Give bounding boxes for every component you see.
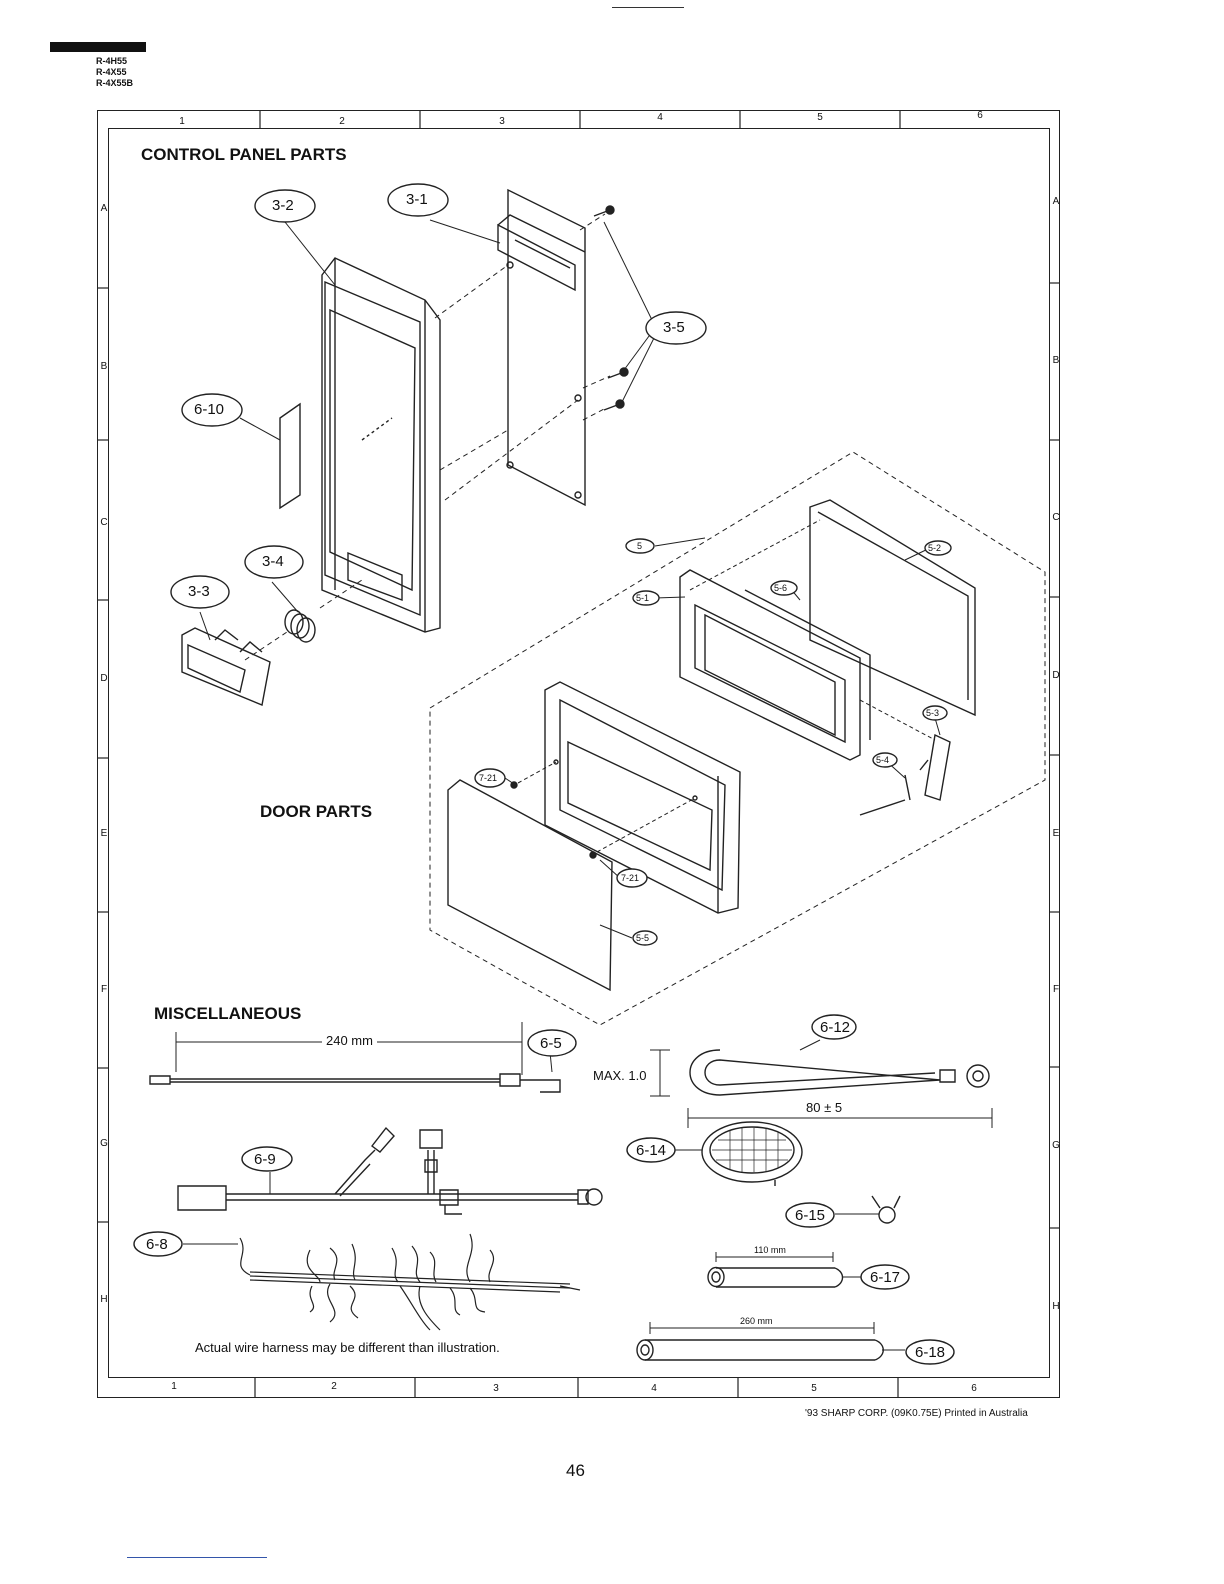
dim-max: MAX. 1.0 <box>593 1068 647 1083</box>
col-5-bottom: 5 <box>811 1383 817 1394</box>
rear-frame-part <box>809 499 976 717</box>
row-a-left: A <box>100 203 108 214</box>
callout-3-5: 3-5 <box>663 319 685 336</box>
row-c-right: C <box>1052 512 1060 523</box>
door-parts-title: DOOR PARTS <box>260 802 373 821</box>
row-g-left: G <box>100 1138 108 1149</box>
spring-part <box>284 609 316 643</box>
col-1-top: 1 <box>179 116 185 127</box>
row-e-left: E <box>100 828 108 839</box>
copyright: '93 SHARP CORP. (09K0.75E) Printed in Au… <box>805 1408 1028 1419</box>
header-bar <box>50 42 146 52</box>
latch-part <box>919 733 951 801</box>
miscellaneous-title: MISCELLANEOUS <box>154 1004 302 1023</box>
callout-6-5: 6-5 <box>540 1035 562 1052</box>
model-list: R-4H55 R-4X55 R-4X55B <box>96 56 133 89</box>
callout-6-14: 6-14 <box>636 1142 667 1159</box>
harness-6-8 <box>183 1233 581 1331</box>
callout-6-18: 6-18 <box>915 1344 946 1361</box>
col-3-bottom: 3 <box>493 1383 499 1394</box>
col-3-top: 3 <box>499 116 505 127</box>
callout-5-1: 5-1 <box>636 593 650 603</box>
callout-7-21-a: 7-21 <box>479 773 498 783</box>
inner-frame <box>108 128 1050 1378</box>
callout-6-10: 6-10 <box>194 401 225 418</box>
clip-6-15 <box>835 1195 901 1224</box>
callout-5-2: 5-2 <box>928 543 942 553</box>
row-h-right: H <box>1052 1301 1060 1312</box>
row-b-left: B <box>100 361 108 372</box>
button-part <box>181 627 271 706</box>
callout-5-4: 5-4 <box>876 755 890 765</box>
door-glass-part <box>447 779 613 992</box>
dim-110mm: 110 mm <box>754 1245 786 1255</box>
callout-6-9: 6-9 <box>254 1151 276 1168</box>
model-2: R-4X55 <box>96 67 127 77</box>
tube-6-17 <box>707 1252 862 1288</box>
row-f-right: F <box>1052 984 1060 995</box>
dim-260mm: 260 mm <box>740 1316 773 1326</box>
callout-3-1: 3-1 <box>406 191 428 208</box>
col-1-bottom: 1 <box>171 1381 177 1392</box>
callout-6-8: 6-8 <box>146 1236 168 1253</box>
row-d-left: D <box>100 673 108 684</box>
callout-5-3: 5-3 <box>926 708 940 718</box>
door-boundary <box>429 451 1046 1026</box>
col-6-bottom: 6 <box>971 1383 977 1394</box>
harness-6-9 <box>177 1126 603 1215</box>
row-d-right: D <box>1052 670 1060 681</box>
col-2-top: 2 <box>339 116 345 127</box>
row-f-left: F <box>100 984 108 995</box>
row-g-right: G <box>1052 1140 1060 1151</box>
label-sheet-part <box>279 402 301 510</box>
dim-240mm: 240 mm <box>322 1033 377 1048</box>
screw-part <box>593 205 629 411</box>
callout-6-15: 6-15 <box>795 1207 826 1224</box>
latch-spring-part <box>904 774 911 801</box>
row-c-left: C <box>100 517 108 528</box>
row-h-left: H <box>100 1294 108 1305</box>
row-e-right: E <box>1052 828 1060 839</box>
door-frame-part <box>544 681 741 914</box>
col-4-bottom: 4 <box>651 1383 657 1394</box>
model-3: R-4X55B <box>96 78 134 88</box>
callout-6-12: 6-12 <box>820 1019 851 1036</box>
col-6-top: 6 <box>977 110 983 121</box>
model-1: R-4H55 <box>96 56 128 66</box>
row-b-right: B <box>1052 355 1060 366</box>
callout-3-3: 3-3 <box>188 583 210 600</box>
callout-3-2: 3-2 <box>272 197 294 214</box>
callout-6-17: 6-17 <box>870 1269 901 1286</box>
callout-5: 5 <box>637 541 643 551</box>
page-number: 46 <box>566 1461 585 1480</box>
loop-6-12 <box>650 1039 993 1128</box>
dim-80: 80 ± 5 <box>806 1100 843 1115</box>
row-a-right: A <box>1052 196 1060 207</box>
front-panel-part <box>321 257 441 633</box>
col-4-top: 4 <box>657 112 663 123</box>
harness-note: Actual wire harness may be different tha… <box>195 1340 500 1355</box>
callout-3-4: 3-4 <box>262 553 284 570</box>
top-rule <box>612 7 684 8</box>
col-2-bottom: 2 <box>331 1381 337 1392</box>
bottom-rule <box>127 1557 267 1558</box>
tube-6-18 <box>636 1322 905 1361</box>
col-5-top: 5 <box>817 112 823 123</box>
callout-5-6: 5-6 <box>774 583 788 593</box>
inner-door-part <box>679 569 871 761</box>
grille-6-14 <box>672 1121 803 1186</box>
callout-7-21-b: 7-21 <box>621 873 640 883</box>
callout-5-5: 5-5 <box>636 933 650 943</box>
control-panel-title: CONTROL PANEL PARTS <box>141 145 347 164</box>
control-unit-part <box>497 188 586 507</box>
